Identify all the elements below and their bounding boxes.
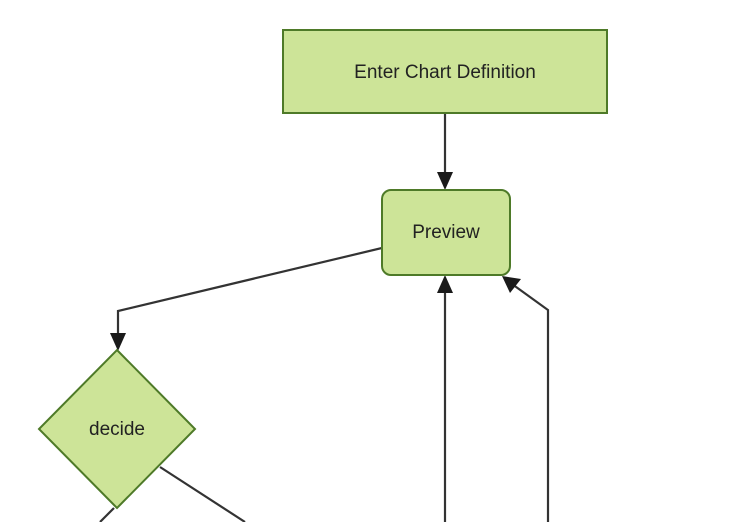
node-label-decide: decide <box>89 419 145 440</box>
edge-enter-to-preview <box>437 113 453 190</box>
edge-preview-to-decide <box>110 246 383 351</box>
node-shape-rectangle[interactable] <box>282 29 608 114</box>
node-shape-diamond[interactable] <box>37 348 197 510</box>
arrowhead-icon <box>110 333 126 351</box>
node-label-preview: Preview <box>412 222 480 243</box>
arrowhead-icon <box>437 275 453 293</box>
node-shape-rounded-rectangle[interactable] <box>381 189 511 276</box>
node-label-enter-chart-definition: Enter Chart Definition <box>354 62 536 83</box>
edge-decide-bottom-right <box>159 466 246 522</box>
edge-line <box>116 246 383 338</box>
edge-bottom-center-to-preview <box>437 275 453 522</box>
edge-bottom-right-to-preview <box>502 276 550 522</box>
node-preview[interactable]: Preview <box>381 189 511 276</box>
edge-line <box>159 466 246 522</box>
edge-decide-bottom-left <box>99 507 115 522</box>
node-decide[interactable]: decide <box>37 348 197 510</box>
arrowhead-icon <box>437 172 453 190</box>
node-enter-chart-definition[interactable]: Enter Chart Definition <box>282 29 608 114</box>
edge-line <box>511 283 550 522</box>
arrowhead-icon <box>502 276 521 293</box>
edge-line <box>99 507 115 522</box>
